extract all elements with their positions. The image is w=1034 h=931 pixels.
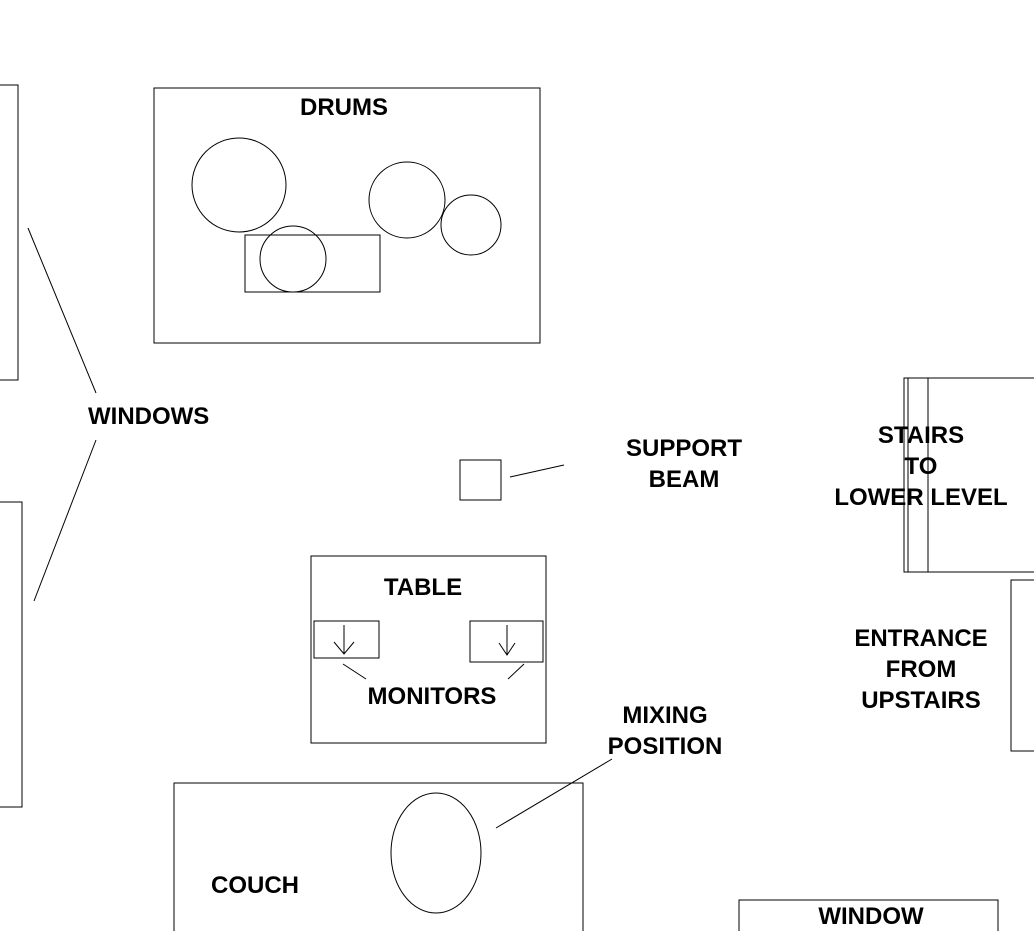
entrance-label-line-2: FROM <box>886 656 957 683</box>
table <box>310 555 547 744</box>
entrance-label-line-1: ENTRANCE <box>854 625 987 652</box>
monitors-label: MONITORS <box>368 683 497 710</box>
couch <box>173 782 584 931</box>
couch-label: COUCH <box>211 872 299 899</box>
monitors-leader-right <box>507 663 525 680</box>
stairs-label-line-3: LOWER LEVEL <box>834 484 1007 511</box>
windows-leader-lower <box>33 439 97 602</box>
support-beam-label-line-2: BEAM <box>649 466 720 493</box>
support-beam-leader <box>509 464 565 478</box>
monitor-left <box>313 620 380 659</box>
mixing-position-leader <box>495 758 613 829</box>
entrance-door <box>1010 579 1034 752</box>
stairs <box>903 377 1034 573</box>
windows-label: WINDOWS <box>88 403 209 430</box>
mixing-position-label-line-2: POSITION <box>608 733 723 760</box>
table-label: TABLE <box>384 574 462 601</box>
drums-area <box>153 87 541 344</box>
entrance-label-line-3: UPSTAIRS <box>861 687 981 714</box>
drum-tom-small <box>440 194 502 256</box>
window-left-upper <box>0 84 19 381</box>
mixing-position-label-line-1: MIXING <box>622 702 707 729</box>
windows-leader-upper <box>27 227 97 394</box>
drum-snare <box>259 225 327 293</box>
monitor-right <box>469 620 544 663</box>
window-label: WINDOW <box>818 903 924 930</box>
window-left-lower <box>0 501 23 808</box>
drum-floor-tom <box>191 137 287 233</box>
mixing-position-chair <box>390 792 482 914</box>
support-beam <box>459 459 502 501</box>
support-beam-label-line-1: SUPPORT <box>626 435 742 462</box>
drum-tom-large <box>368 161 446 239</box>
monitors-leader-left <box>342 663 367 680</box>
drums-label: DRUMS <box>300 94 388 121</box>
stairs-label-line-2: TO <box>905 453 938 480</box>
window-bottom <box>738 899 999 931</box>
stairs-label-line-1: STAIRS <box>878 422 964 449</box>
drum-throne <box>244 234 381 293</box>
